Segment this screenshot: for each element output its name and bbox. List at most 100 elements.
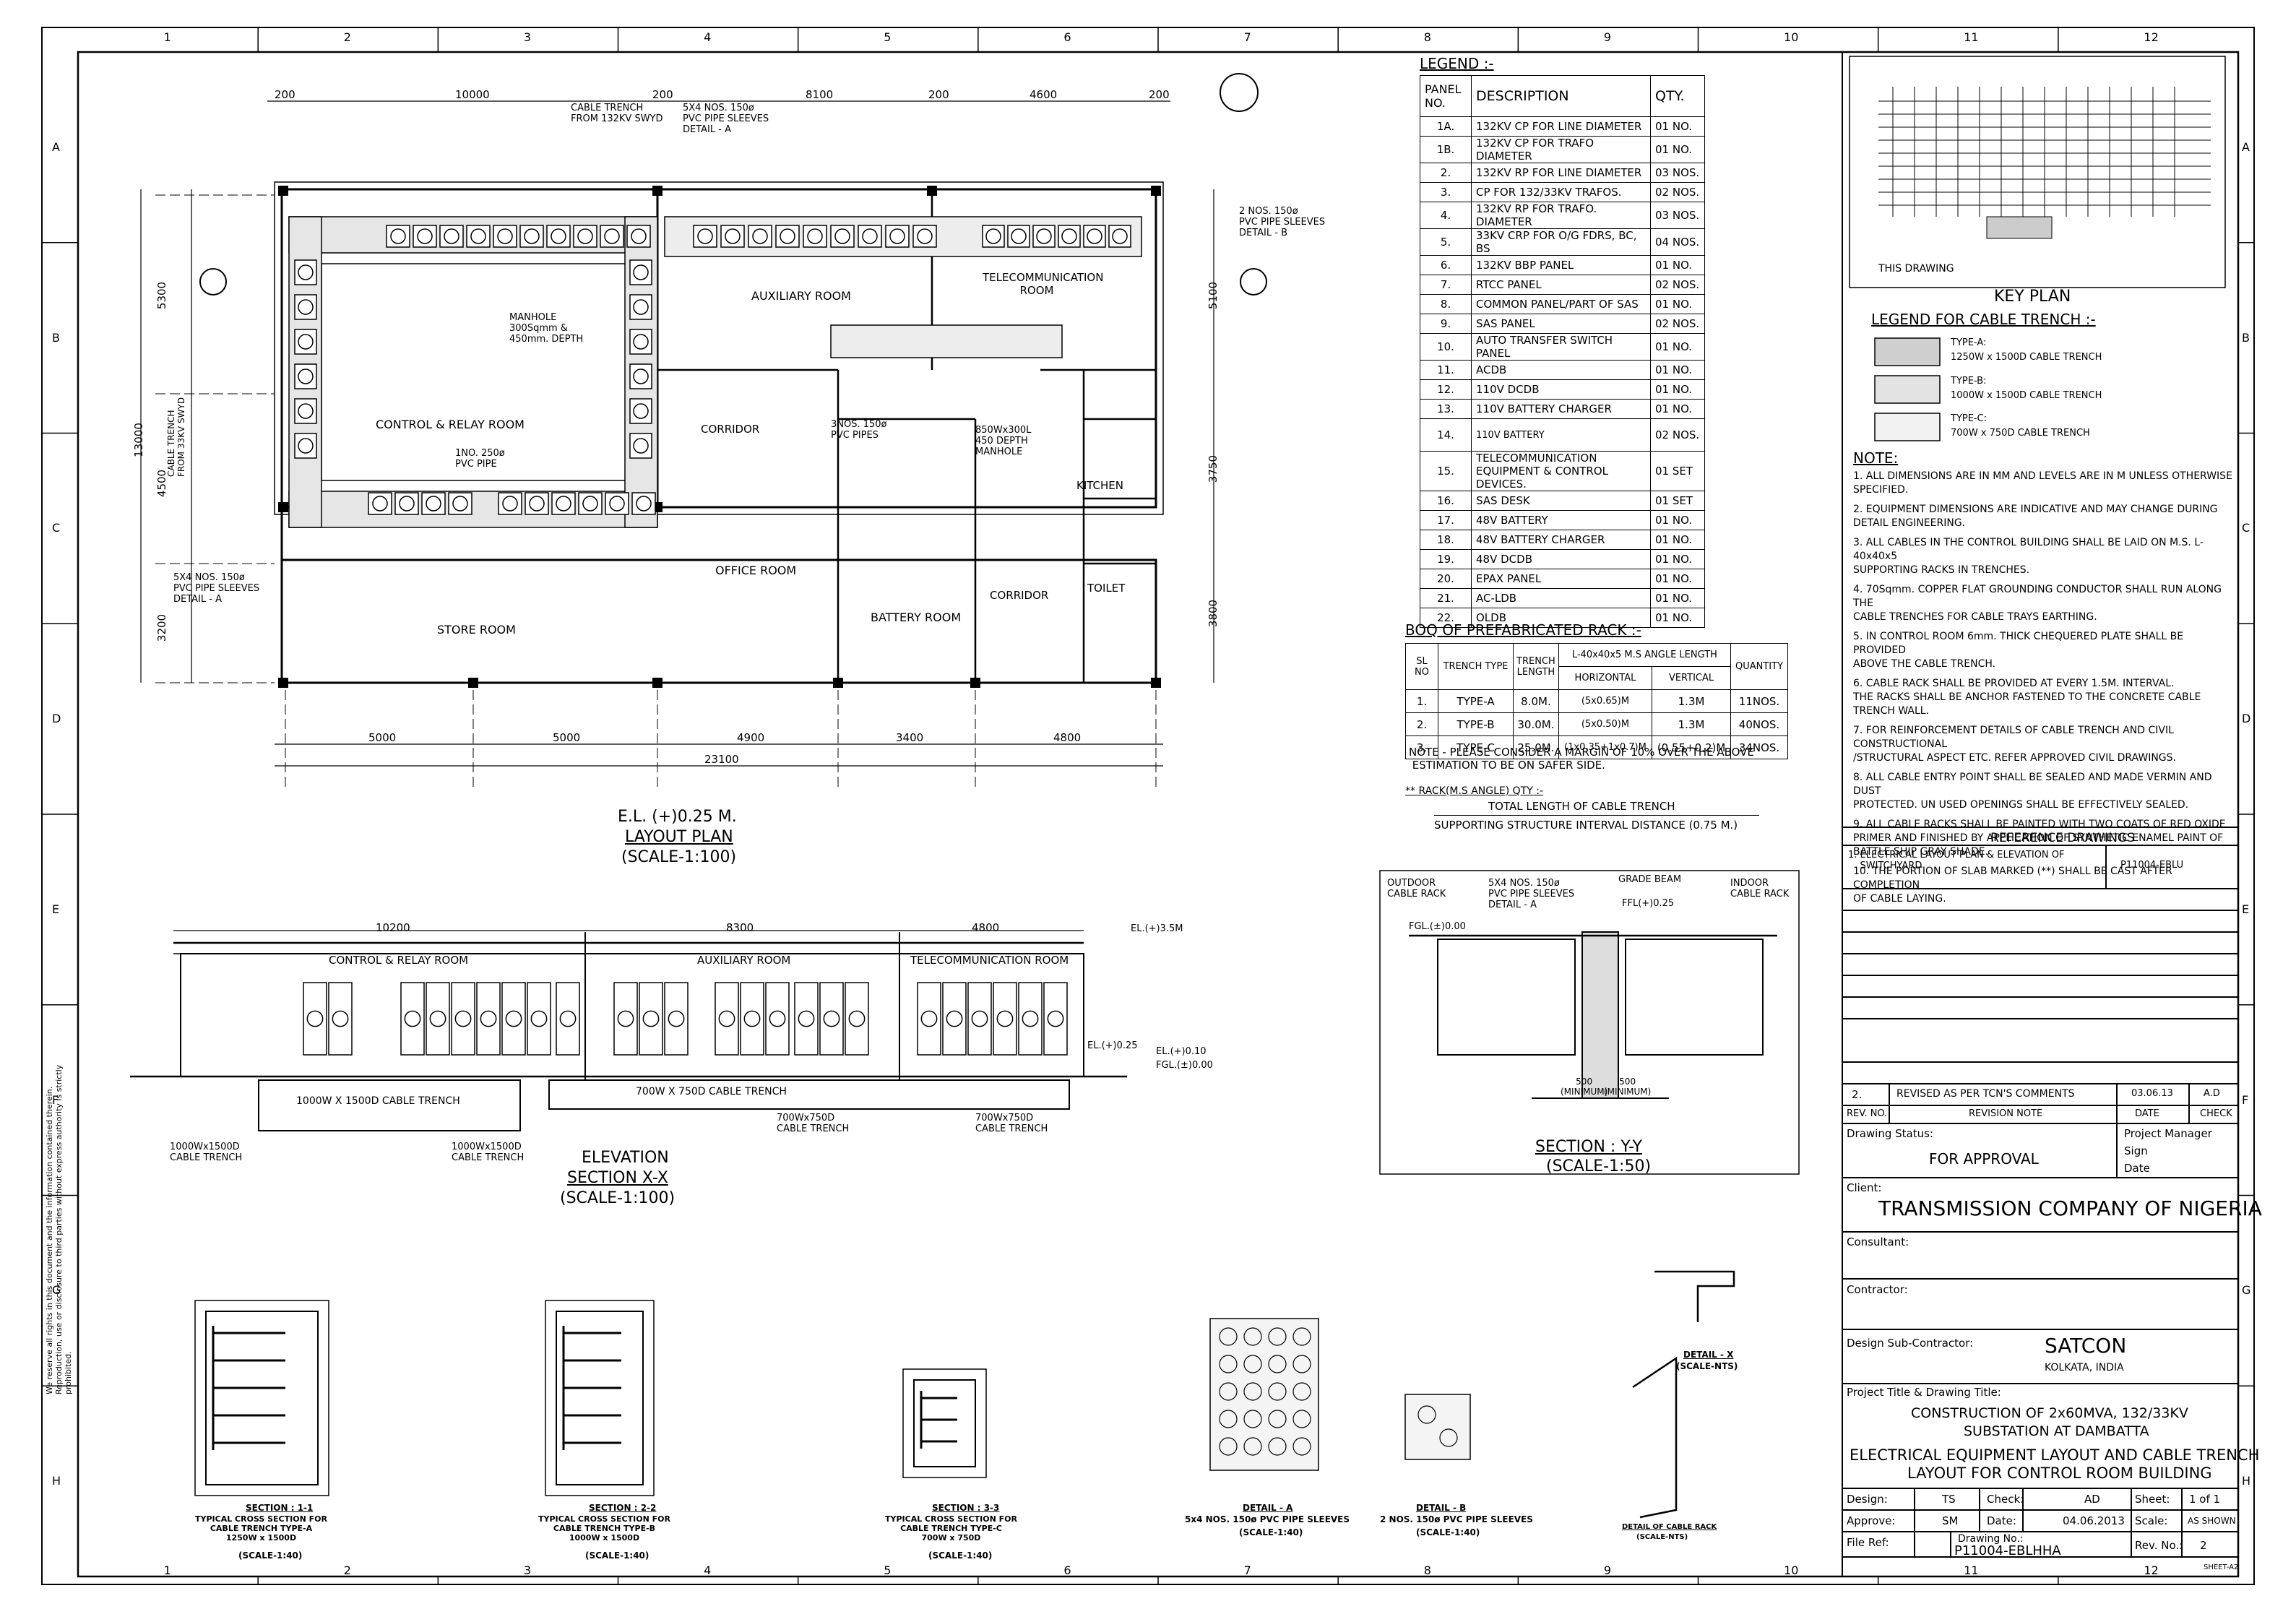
legend-cell: ACDB (1471, 360, 1651, 380)
legend-cell: 132KV RP FOR LINE DIAMETER (1471, 163, 1651, 183)
section-title: DETAIL - A (1243, 1503, 1293, 1513)
boq-cell: 8.0M. (1513, 689, 1559, 713)
legend-header: PANEL NO. (1420, 75, 1472, 117)
plan-title: LAYOUT PLAN (625, 828, 733, 846)
elevation-panel-symbol (642, 1010, 660, 1027)
grid-column-label: 8 (1423, 1563, 1431, 1577)
panel-legend-table: PANEL NO. DESCRIPTION QTY. 1A.132KV CP F… (1420, 75, 1705, 628)
panel-box-symbol (633, 438, 649, 454)
boq-cell: 25.0M. (1513, 735, 1559, 759)
legend-cell: 18. (1420, 530, 1472, 550)
room-label: CONTROL & RELAY ROOM (376, 418, 525, 431)
legend-row: 15.TELECOMMUNICATION EQUIPMENT & CONTROL… (1420, 451, 1705, 491)
grid-column-label: 1 (163, 1563, 171, 1577)
trench-sections (194, 1270, 1735, 1519)
grid-row-label: E (2242, 902, 2250, 916)
subcontractor-label: Design Sub-Contractor: (1847, 1337, 1974, 1350)
legend-cell: 17. (1420, 510, 1472, 530)
yy-scale: (SCALE-1:50) (1546, 1157, 1652, 1175)
grid-row-label: F (52, 1092, 59, 1107)
key-plan-building (1986, 216, 2053, 239)
trench-label: 700W X 750D CABLE TRENCH (636, 1086, 787, 1097)
legend-cell: 01 NO. (1650, 530, 1705, 550)
rev-no: 2. (1852, 1088, 1863, 1101)
legend-row: 3.CP FOR 132/33KV TRAFOS.02 NOS. (1420, 182, 1705, 202)
boq-cell: 2. (1405, 712, 1438, 736)
legend-cell: 02 NOS. (1650, 182, 1705, 202)
panel-box-symbol (1036, 228, 1052, 244)
rev-date: 03.06.13 (2131, 1088, 2173, 1099)
grid-column-label: 4 (704, 1563, 712, 1577)
design-value: TS (1942, 1493, 1956, 1506)
room-label: KITCHEN (1076, 479, 1123, 492)
drawing-status: FOR APPROVAL (1929, 1150, 2039, 1168)
notes-title: NOTE: (1853, 449, 1899, 467)
note-item: 1. ALL DIMENSIONS ARE IN MM AND LEVELS A… (1853, 470, 2232, 496)
elev-level: EL.(+)0.25 (1087, 1040, 1138, 1051)
room-label: TELECOMMUNICATION ROOM (983, 271, 1104, 297)
grid-row-label: H (52, 1474, 61, 1488)
reference-item: 1. ELECTRICAL LAYOUT PLAN & ELEVATION OF… (1848, 850, 2065, 871)
project-line1: CONSTRUCTION OF 2x60MVA, 132/33KV (1911, 1405, 2188, 1421)
callout: 3NOS. 150ø PVC PIPES (831, 419, 887, 441)
boq-cell: 3. (1405, 735, 1438, 759)
yy-label: OUTDOOR CABLE RACK (1387, 878, 1446, 900)
pvc-pipe-sleeve (1417, 1405, 1436, 1424)
room-label: OFFICE ROOM (715, 564, 797, 577)
legend-cell: 19. (1420, 549, 1472, 569)
panel-box-symbol (889, 228, 905, 244)
legend-cell: OLDB (1471, 608, 1651, 628)
legend-cell: COMMON PANEL/PART OF SAS (1471, 294, 1651, 314)
date-label: Date (2124, 1162, 2150, 1175)
boq-header: L-40x40x5 M.S ANGLE LENGTH (1558, 643, 1732, 667)
panel-box-symbol (470, 228, 486, 244)
panel-box-symbol (426, 496, 441, 512)
elev-scale: (SCALE-1:100) (560, 1189, 676, 1207)
project-line2: SUBSTATION AT DAMBATTA (1964, 1423, 2149, 1439)
legend-cell: SAS DESK (1471, 491, 1651, 511)
boq-cell: 40NOS. (1730, 712, 1788, 736)
elevation-panel-symbol (454, 1010, 472, 1027)
section-scale: (SCALE-1:40) (238, 1550, 303, 1561)
grid-column-label: 3 (523, 1563, 532, 1577)
legend-cell: 02 NOS. (1650, 418, 1705, 452)
callout: 850Wx300L 450 DEPTH MANHOLE (975, 425, 1032, 457)
trench-label: 1000Wx1500D CABLE TRENCH (452, 1142, 525, 1163)
section-yy-drawing (1379, 870, 1800, 1175)
callout: MANHOLE 300Sqmm & 450mm. DEPTH (509, 312, 584, 345)
boq-cell: (5x0.50)M (1558, 712, 1653, 736)
scale-label: Scale: (2135, 1514, 2168, 1527)
panel-box-symbol (551, 228, 566, 244)
pvc-pipe-sleeve (1268, 1410, 1287, 1428)
legend-cell: 9. (1420, 314, 1472, 334)
yy-label: FGL.(±)0.00 (1409, 921, 1466, 932)
elevation-panel-symbol (530, 1010, 548, 1027)
legend-cell: 16. (1420, 491, 1472, 511)
section-title: DETAIL OF CABLE RACK (1622, 1523, 1717, 1531)
top-dim: 200 (1149, 88, 1170, 101)
bottom-dim: 4800 (1053, 731, 1082, 744)
legend-header: DESCRIPTION (1471, 75, 1651, 117)
callout: CABLE TRENCH FROM 132KV SWYD (571, 103, 663, 124)
pvc-pipe-sleeve (1268, 1355, 1287, 1373)
legend-cell: 01 NO. (1650, 608, 1705, 628)
fraction-line (1434, 815, 1759, 816)
copyright-note: We reserve all rights in this document a… (45, 1064, 73, 1394)
panel-box-symbol (697, 228, 713, 244)
rev-header: DATE (2135, 1108, 2159, 1119)
grid-row-label: F (2242, 1092, 2249, 1107)
legend-cell: 8. (1420, 294, 1472, 314)
approve-value: SM (1942, 1514, 1959, 1527)
right-dim: 3800 (1207, 599, 1220, 628)
client-name: TRANSMISSION COMPANY OF NIGERIA (1878, 1196, 2262, 1220)
section-scale: (SCALE-1:40) (1239, 1527, 1303, 1537)
yy-label: GRADE BEAM (1618, 874, 1682, 885)
pvc-pipe-sleeve (1219, 1410, 1238, 1428)
plan-scale: (SCALE-1:100) (621, 848, 737, 866)
